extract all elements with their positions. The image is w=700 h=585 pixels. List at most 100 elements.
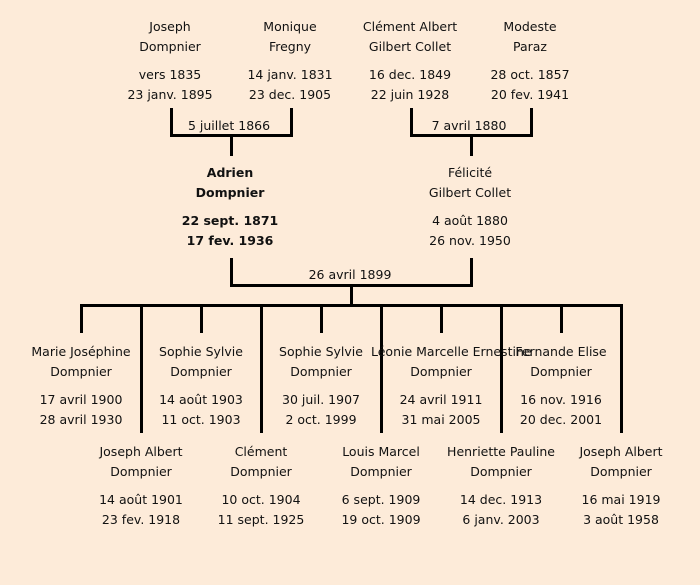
person-child[interactable]: Sophie Sylvie Dompnier 30 juil. 1907 2 o… (251, 342, 391, 430)
person-first-name: Clément (234, 444, 288, 459)
person-last-name: Dompnier (350, 464, 412, 479)
person-last-name: Gilbert Collet (368, 39, 452, 54)
person-birth-date: 30 juil. 1907 (282, 392, 360, 407)
person-birth-date: 4 août 1880 (432, 213, 508, 228)
person-first-name: Monique (263, 19, 317, 34)
connector-line (530, 108, 533, 137)
person-death-date: 23 fev. 1918 (101, 512, 181, 527)
child-drop-line (500, 304, 503, 433)
person-first-name: Marie Joséphine (31, 344, 131, 359)
child-drop-line (80, 304, 83, 333)
person-first-name: Fernande Elise (515, 344, 607, 359)
person-last-name: Dompnier (530, 364, 592, 379)
person-last-name: Fregny (268, 39, 312, 54)
connector-line (410, 108, 413, 137)
connector-line (170, 108, 173, 137)
person-first-name: Modeste (503, 19, 557, 34)
person-first-name: Félicité (447, 165, 493, 180)
person-child[interactable]: Joseph Albert Dompnier 16 mai 1919 3 aoû… (551, 442, 691, 530)
marriage-date-maternal: 7 avril 1880 (431, 118, 507, 133)
person-child[interactable]: Léonie Marcelle Ernestine Dompnier 24 av… (371, 342, 532, 430)
person-first-name: Léonie Marcelle Ernestine (371, 344, 532, 359)
person-birth-date: 17 avril 1900 (39, 392, 123, 407)
person-first-name: Joseph Albert (99, 444, 183, 459)
connector-line (290, 108, 293, 137)
person-joseph-dompnier[interactable]: Joseph Dompnier vers 1835 23 janv. 1895 (100, 17, 240, 105)
person-modeste-paraz[interactable]: Modeste Paraz 28 oct. 1857 20 fev. 1941 (460, 17, 600, 105)
child-drop-line (620, 304, 623, 433)
person-child[interactable]: Fernande Elise Dompnier 16 nov. 1916 20 … (491, 342, 631, 430)
person-last-name: Dompnier (195, 185, 265, 200)
person-last-name: Dompnier (139, 39, 201, 54)
person-first-name: Joseph (149, 19, 191, 34)
marriage-date-parents: 26 avril 1899 (308, 267, 392, 282)
child-drop-line (140, 304, 143, 433)
person-death-date: 2 oct. 1999 (285, 412, 357, 427)
person-child[interactable]: Marie Joséphine Dompnier 17 avril 1900 2… (11, 342, 151, 430)
person-death-date: 11 oct. 1903 (161, 412, 241, 427)
connector-line (230, 258, 233, 287)
person-birth-date: 16 mai 1919 (581, 492, 661, 507)
person-birth-date: 28 oct. 1857 (490, 67, 570, 82)
person-first-name: Adrien (206, 165, 254, 180)
child-drop-line (440, 304, 443, 333)
person-death-date: 17 fev. 1936 (186, 233, 274, 248)
person-death-date: 20 dec. 2001 (519, 412, 603, 427)
person-child[interactable]: Joseph Albert Dompnier 14 août 1901 23 f… (71, 442, 211, 530)
children-bar (80, 304, 623, 307)
connector-line (230, 134, 233, 156)
person-last-name: Dompnier (110, 464, 172, 479)
person-death-date: 3 août 1958 (583, 512, 659, 527)
person-death-date: 23 janv. 1895 (127, 87, 213, 102)
person-death-date: 31 mai 2005 (401, 412, 481, 427)
person-child[interactable]: Louis Marcel Dompnier 6 sept. 1909 19 oc… (311, 442, 451, 530)
person-birth-date: 22 sept. 1871 (181, 213, 279, 228)
person-monique-fregny[interactable]: Monique Fregny 14 janv. 1831 23 dec. 190… (220, 17, 360, 105)
person-birth-date: 24 avril 1911 (399, 392, 483, 407)
person-last-name: Dompnier (170, 364, 232, 379)
person-clement-albert-gilbert-collet[interactable]: Clément Albert Gilbert Collet 16 dec. 18… (340, 17, 480, 105)
person-death-date: 6 janv. 2003 (462, 512, 540, 527)
person-last-name: Dompnier (590, 464, 652, 479)
person-last-name: Dompnier (290, 364, 352, 379)
person-last-name: Paraz (513, 39, 547, 54)
person-death-date: 26 nov. 1950 (429, 233, 511, 248)
person-birth-date: 14 dec. 1913 (459, 492, 543, 507)
person-birth-date: 14 août 1903 (159, 392, 243, 407)
connector-line (350, 284, 353, 306)
person-adrien-dompnier[interactable]: Adrien Dompnier 22 sept. 1871 17 fev. 19… (160, 163, 300, 251)
person-birth-date: 16 nov. 1916 (520, 392, 602, 407)
person-death-date: 28 avril 1930 (39, 412, 123, 427)
person-death-date: 22 juin 1928 (370, 87, 450, 102)
person-child[interactable]: Sophie Sylvie Dompnier 14 août 1903 11 o… (131, 342, 271, 430)
person-first-name: Clément Albert (362, 19, 458, 34)
connector-line (470, 258, 473, 287)
person-death-date: 20 fev. 1941 (490, 87, 570, 102)
person-last-name: Dompnier (230, 464, 292, 479)
person-child[interactable]: Clément Dompnier 10 oct. 1904 11 sept. 1… (191, 442, 331, 530)
person-death-date: 11 sept. 1925 (217, 512, 305, 527)
person-first-name: Sophie Sylvie (159, 344, 243, 359)
person-last-name: Dompnier (470, 464, 532, 479)
person-birth-date: vers 1835 (138, 67, 202, 82)
connector-line (470, 134, 473, 156)
person-death-date: 23 dec. 1905 (248, 87, 332, 102)
child-drop-line (320, 304, 323, 333)
person-birth-date: 14 août 1901 (99, 492, 183, 507)
child-drop-line (260, 304, 263, 433)
child-drop-line (200, 304, 203, 333)
person-first-name: Joseph Albert (579, 444, 663, 459)
person-last-name: Dompnier (410, 364, 472, 379)
person-birth-date: 14 janv. 1831 (247, 67, 333, 82)
person-first-name: Sophie Sylvie (279, 344, 363, 359)
person-death-date: 19 oct. 1909 (341, 512, 421, 527)
child-drop-line (380, 304, 383, 433)
person-child[interactable]: Henriette Pauline Dompnier 14 dec. 1913 … (431, 442, 571, 530)
child-drop-line (560, 304, 563, 333)
person-last-name: Dompnier (50, 364, 112, 379)
person-birth-date: 6 sept. 1909 (341, 492, 421, 507)
person-birth-date: 10 oct. 1904 (221, 492, 301, 507)
person-felicite-gilbert-collet[interactable]: Félicité Gilbert Collet 4 août 1880 26 n… (400, 163, 540, 251)
person-last-name: Gilbert Collet (428, 185, 512, 200)
person-first-name: Henriette Pauline (447, 444, 555, 459)
